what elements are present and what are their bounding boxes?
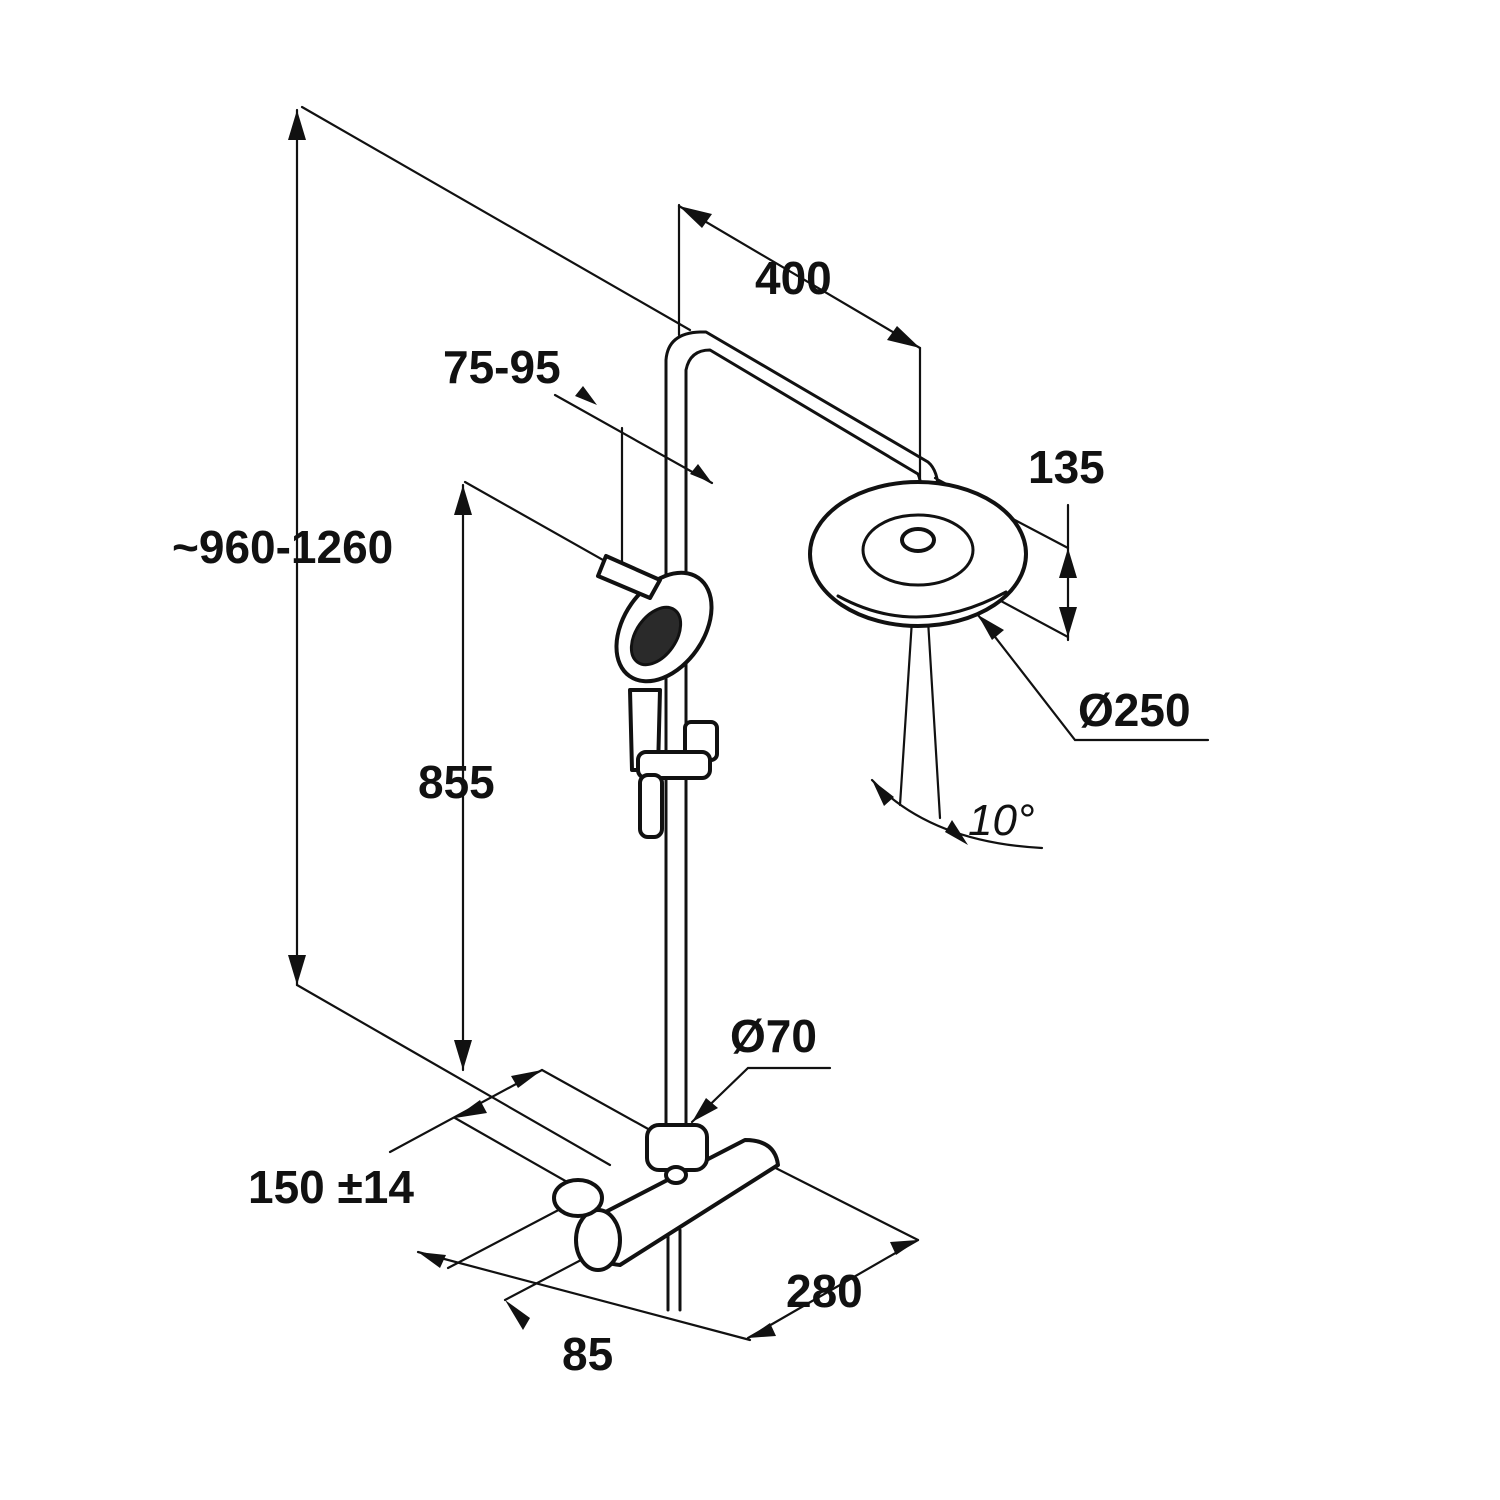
slider-offset-label: 75-95: [443, 341, 561, 393]
mixer-width-label: 280: [786, 1265, 863, 1317]
wall-offset-label: 85: [562, 1328, 613, 1380]
tilt-angle-label: 10°: [968, 796, 1035, 845]
arm-length-label: 400: [755, 252, 832, 304]
dimension-labels: ~960-1260 400 75-95 135 Ø250 10° 855 Ø70…: [172, 252, 1191, 1380]
hand-shower-height-label: 855: [418, 756, 495, 808]
pipe-diameter-label: Ø70: [730, 1010, 817, 1062]
head-diameter-label: Ø250: [1078, 684, 1191, 736]
overall-height-label: ~960-1260: [172, 521, 393, 573]
inlet-spacing-label: 150 ±14: [248, 1161, 414, 1213]
head-height-label: 135: [1028, 441, 1105, 493]
slider-holder: [636, 720, 719, 839]
hand-shower: [596, 554, 714, 772]
arrowheads: [288, 110, 1077, 1338]
thermostatic-mixer: [552, 1123, 780, 1312]
head-shower: [808, 480, 1028, 628]
